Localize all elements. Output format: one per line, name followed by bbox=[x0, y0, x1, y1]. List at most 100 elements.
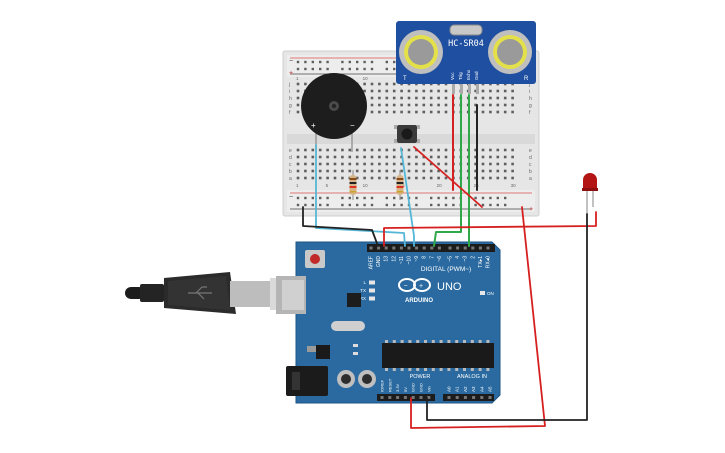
analog-pin-label: A3 bbox=[471, 386, 476, 392]
hole bbox=[429, 176, 433, 180]
digital-pin bbox=[369, 246, 373, 250]
arduino-model: UNO bbox=[437, 281, 462, 293]
chip-pin bbox=[470, 368, 474, 371]
hole bbox=[370, 176, 374, 180]
wire-led-red-arduino bbox=[383, 211, 597, 247]
chip-pin bbox=[392, 340, 396, 343]
digital-header bbox=[369, 246, 490, 250]
hole bbox=[378, 169, 381, 173]
hole bbox=[511, 96, 514, 100]
arduino-logo: − + bbox=[398, 278, 431, 292]
rail-hole bbox=[496, 196, 499, 200]
hole bbox=[304, 169, 307, 173]
hole bbox=[407, 110, 411, 114]
hole bbox=[355, 155, 359, 159]
digital-pin-label: ~3 bbox=[463, 256, 469, 262]
hole bbox=[444, 96, 448, 100]
hole bbox=[444, 110, 448, 114]
digital-pin bbox=[478, 246, 482, 250]
digital-pin bbox=[471, 246, 475, 250]
row-letter: d bbox=[289, 155, 292, 161]
row-letter: i bbox=[529, 89, 530, 95]
hole bbox=[400, 110, 403, 114]
row-letter: a bbox=[289, 176, 292, 182]
rail-hole bbox=[319, 196, 322, 200]
hole bbox=[385, 103, 389, 107]
hole bbox=[481, 96, 485, 100]
hole bbox=[407, 89, 411, 93]
hole bbox=[437, 169, 440, 173]
hole bbox=[311, 162, 315, 166]
rail-hole bbox=[296, 203, 300, 207]
column-number: 30 bbox=[511, 183, 517, 188]
hole bbox=[378, 110, 381, 114]
hole bbox=[415, 176, 418, 180]
hole bbox=[333, 148, 337, 152]
hole bbox=[415, 169, 418, 173]
digital-pin bbox=[392, 246, 396, 250]
hole bbox=[496, 155, 500, 159]
rail-hole bbox=[444, 203, 448, 207]
rail-hole bbox=[311, 67, 314, 71]
row-letter: e bbox=[529, 148, 532, 154]
hole bbox=[348, 162, 352, 166]
chip-pin bbox=[424, 340, 427, 343]
hole bbox=[429, 110, 433, 114]
chip-pin bbox=[463, 340, 466, 343]
power-header-label: POWER bbox=[410, 374, 431, 380]
hole bbox=[392, 82, 396, 86]
hole bbox=[437, 162, 440, 166]
rail-hole bbox=[304, 196, 307, 200]
digital-pin-label: RX◂0 bbox=[486, 256, 492, 268]
hole bbox=[370, 96, 374, 100]
hole bbox=[474, 162, 477, 166]
hole bbox=[407, 96, 411, 100]
hole bbox=[489, 162, 492, 166]
wire-buzzer-cyan bbox=[315, 144, 406, 247]
hole bbox=[326, 162, 329, 166]
push-button[interactable] bbox=[394, 125, 420, 143]
analog-pin-label: A0 bbox=[447, 386, 452, 392]
digital-pin bbox=[486, 246, 490, 250]
row-letter: g bbox=[529, 103, 532, 109]
hole bbox=[363, 155, 366, 159]
hole bbox=[422, 110, 426, 114]
red-led bbox=[582, 173, 598, 215]
chip-pin bbox=[385, 368, 388, 371]
hole bbox=[385, 96, 389, 100]
hole bbox=[429, 103, 433, 107]
chip-pin bbox=[439, 340, 443, 343]
analog-pin-label: A1 bbox=[455, 386, 460, 392]
hole bbox=[333, 155, 337, 159]
analog-pin bbox=[472, 396, 476, 399]
hole bbox=[429, 169, 433, 173]
hole bbox=[503, 155, 507, 159]
rail-hole bbox=[393, 196, 396, 200]
rail-hole bbox=[348, 67, 351, 71]
hole bbox=[326, 176, 329, 180]
hole bbox=[311, 169, 315, 173]
rail-plus-bottom: + bbox=[529, 206, 533, 213]
hole bbox=[304, 82, 307, 86]
hole bbox=[415, 89, 418, 93]
row-letter: d bbox=[529, 155, 532, 161]
chip-pin bbox=[424, 368, 427, 371]
digital-pin-label: 7 bbox=[429, 256, 435, 259]
power-pin bbox=[403, 396, 407, 399]
hole bbox=[392, 96, 396, 100]
hole bbox=[392, 169, 396, 173]
rail-hole bbox=[474, 196, 477, 200]
rail-hole bbox=[430, 203, 433, 207]
hole bbox=[481, 103, 485, 107]
chip-pin bbox=[416, 340, 420, 343]
rail-hole bbox=[415, 203, 418, 207]
hole bbox=[341, 176, 344, 180]
rail-hole bbox=[319, 67, 322, 71]
hole bbox=[503, 103, 507, 107]
hole bbox=[481, 169, 485, 173]
digital-pin-label: 13 bbox=[384, 256, 390, 262]
reset-button[interactable] bbox=[305, 250, 325, 268]
chip-pin bbox=[486, 368, 490, 371]
hole bbox=[489, 169, 492, 173]
